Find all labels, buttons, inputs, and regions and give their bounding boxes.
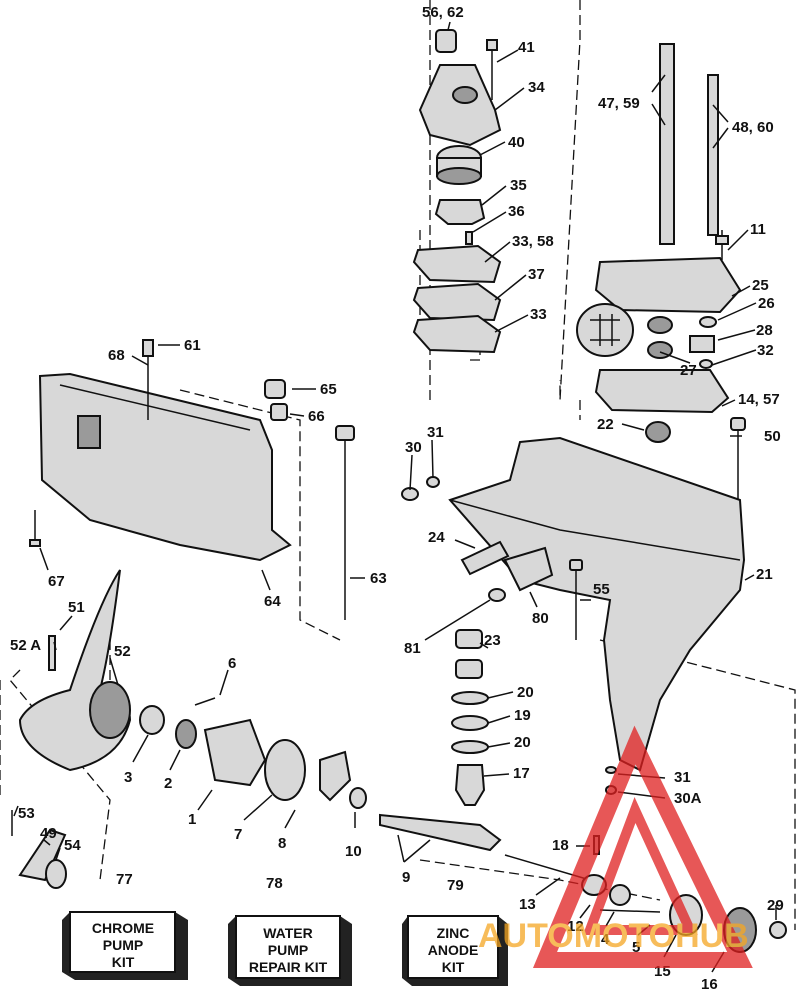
label-67: 67 (48, 573, 65, 590)
label-32: 32 (757, 342, 774, 359)
label-41: 41 (518, 39, 535, 56)
kit-chrome-line-2: PUMP (103, 937, 143, 953)
label-26: 26 (758, 295, 775, 312)
label-53: 53 (18, 805, 35, 822)
label-10: 10 (345, 843, 362, 860)
label-7: 7 (234, 826, 242, 843)
label-63: 63 (370, 570, 387, 587)
exhaust-housing (29, 339, 355, 620)
label-12: 12 (567, 918, 584, 935)
label-11: 11 (750, 221, 766, 238)
label-40: 40 (508, 134, 525, 151)
label-1: 1 (188, 811, 196, 828)
label-16: 16 (701, 976, 718, 993)
leader-lines (13, 21, 777, 973)
label-64: 64 (264, 593, 281, 610)
label-29: 29 (767, 897, 784, 914)
label-66: 66 (308, 408, 325, 425)
label-34: 34 (528, 79, 545, 96)
upper-housing-plate (576, 256, 742, 414)
label-35: 35 (510, 177, 527, 194)
kit-box-water-pump-repair: WATER PUMP REPAIR KIT (228, 915, 352, 986)
watermark-triangle (532, 725, 753, 968)
label-48-60: 48, 60 (732, 119, 774, 136)
label-8: 8 (278, 835, 286, 852)
label-2: 2 (164, 775, 172, 792)
kit-zinc-line-1: ZINC (437, 925, 470, 941)
kit-zinc-line-2: ANODE (428, 942, 479, 958)
label-37: 37 (528, 266, 545, 283)
label-78: 78 (266, 875, 283, 892)
label-52A: 52 A (10, 637, 41, 654)
label-79: 79 (447, 877, 464, 894)
label-81: 81 (404, 640, 421, 657)
label-25: 25 (752, 277, 769, 294)
watermark-logo: AUTOMOTOHUB (478, 725, 753, 968)
kit-chrome-line-3: KIT (112, 954, 135, 970)
label-52: 52 (114, 643, 131, 660)
label-21: 21 (756, 566, 773, 583)
label-13: 13 (519, 896, 536, 913)
kit-box-zinc-anode: ZINC ANODE KIT (402, 915, 508, 986)
kit-box-chrome-pump: CHROME PUMP KIT (62, 911, 188, 980)
label-17: 17 (513, 765, 530, 782)
water-pump-parts (412, 29, 502, 354)
label-4: 4 (601, 931, 610, 948)
label-14-57: 14, 57 (738, 391, 780, 408)
label-28: 28 (756, 322, 773, 339)
label-30A: 30A (674, 790, 702, 807)
label-18: 18 (552, 837, 569, 854)
kit-water-line-3: REPAIR KIT (249, 959, 328, 975)
label-56-62: 56, 62 (422, 4, 464, 21)
label-55: 55 (593, 581, 610, 598)
label-27: 27 (680, 362, 697, 379)
label-24: 24 (428, 529, 445, 546)
label-31-lower: 31 (674, 769, 691, 786)
kit-water-line-2: PUMP (268, 942, 308, 958)
label-33: 33 (530, 306, 547, 323)
label-22: 22 (597, 416, 614, 433)
kit-chrome-line-1: CHROME (92, 920, 154, 936)
label-54: 54 (64, 837, 81, 854)
pinion-gear-stack (451, 629, 489, 806)
label-49: 49 (40, 825, 57, 842)
label-30: 30 (405, 439, 422, 456)
label-36: 36 (508, 203, 525, 220)
label-47-59: 47, 59 (598, 95, 640, 112)
watermark-text: AUTOMOTOHUB (478, 917, 749, 955)
label-65: 65 (320, 381, 337, 398)
label-50: 50 (764, 428, 781, 445)
label-77: 77 (116, 871, 133, 888)
part-number-labels: 56, 62 41 34 40 35 36 33, 58 37 33 47, 5… (10, 4, 784, 993)
kit-zinc-line-3: KIT (442, 959, 465, 975)
label-9: 9 (402, 869, 410, 886)
kit-water-line-1: WATER (263, 925, 313, 941)
label-80: 80 (532, 610, 549, 627)
drive-shafts (659, 43, 729, 260)
label-23: 23 (484, 632, 501, 649)
watermark-triangle-inner (582, 796, 698, 935)
label-6: 6 (228, 655, 236, 672)
label-3: 3 (124, 769, 132, 786)
label-19: 19 (514, 707, 531, 724)
label-51: 51 (68, 599, 85, 616)
label-68: 68 (108, 347, 125, 364)
label-20-upper: 20 (517, 684, 534, 701)
label-5: 5 (632, 939, 640, 956)
label-61: 61 (184, 337, 201, 354)
gearcase-housing (401, 417, 746, 772)
label-33-58: 33, 58 (512, 233, 554, 250)
label-20-lower: 20 (514, 734, 531, 751)
label-31-upper: 31 (427, 424, 444, 441)
